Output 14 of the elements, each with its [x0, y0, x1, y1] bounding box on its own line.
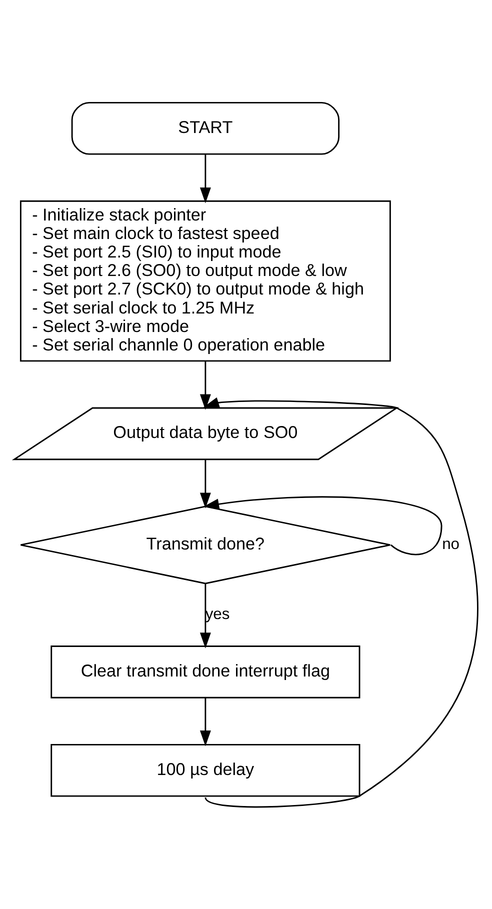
- arrow: [200, 697, 211, 746]
- arrow: [203, 496, 442, 555]
- edge-label: yes: [205, 605, 230, 622]
- arrow: [200, 459, 211, 508]
- arrow: [200, 360, 211, 410]
- arrow: [200, 154, 211, 203]
- node-diamond: Transmit done?: [20, 505, 391, 584]
- node-box: - Initialize stack pointer - Set main clock to fastest speed - Set port 2.5 (SI0) to input mode - Set port 2.6 (SO0) to output mode & low - Set port 2.7 (SCK0) to output mode & high - Set serial clock to 1.25 MHz - Select 3-wire mode - Set serial channle 0 operation enable: [20, 200, 391, 362]
- arrow: [203, 396, 478, 808]
- node-box: 100 µs delay: [50, 743, 360, 796]
- node-box: Clear transmit done interrupt flag: [50, 645, 360, 698]
- node-box: START: [71, 102, 340, 154]
- edge-label: no: [442, 535, 460, 552]
- arrow: [200, 583, 211, 648]
